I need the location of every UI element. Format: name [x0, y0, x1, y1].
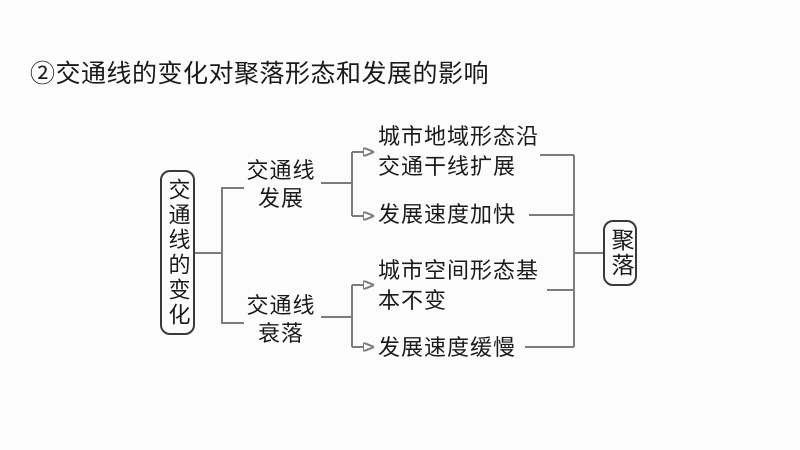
outcome-form-unchanged: 城市空间形态基 本不变: [378, 258, 540, 313]
root-node-label: 交通线的变化: [165, 177, 191, 328]
result-node-label: 聚落: [608, 228, 633, 278]
outcome-urban-form-expand: 城市地域形态沿 交通干线扩展: [378, 124, 540, 179]
branch-decline-label: 交通线 衰落: [246, 293, 316, 346]
outcome-speed-up: 发展速度加快: [378, 202, 517, 227]
root-node-box: 交通线的变化: [160, 170, 195, 335]
outcome-speed-slow: 发展速度缓慢: [378, 335, 517, 360]
branch-develop-label: 交通线 发展: [246, 158, 316, 211]
result-node-box: 聚落: [603, 220, 637, 286]
slide-title: ②交通线的变化对聚落形态和发展的影响: [30, 61, 490, 88]
